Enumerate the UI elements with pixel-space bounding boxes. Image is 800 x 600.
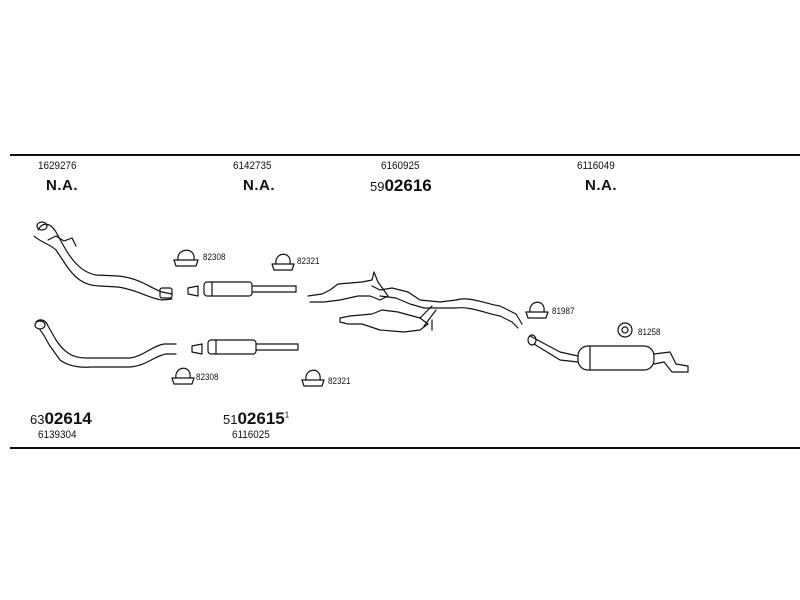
front-pipe-b bbox=[34, 319, 177, 368]
clamp-81987 bbox=[525, 301, 549, 319]
front-pipe-a bbox=[33, 221, 173, 301]
top-divider bbox=[10, 154, 800, 156]
clamp-label-1: 82308 bbox=[203, 252, 226, 263]
middle-silencer-a bbox=[187, 281, 297, 297]
clamp-label-2: 82321 bbox=[297, 256, 320, 267]
rear-silencer bbox=[527, 334, 689, 373]
middle-silencer-b bbox=[191, 339, 299, 355]
part-number-front-pipe-a: 1629276 bbox=[38, 160, 77, 172]
clamp-82308-top bbox=[173, 249, 199, 267]
clamp-82321-bottom bbox=[301, 369, 325, 387]
clamp-label-6: 82321 bbox=[328, 376, 351, 387]
kit-code-left: 6302614 bbox=[30, 409, 92, 428]
bottom-divider bbox=[10, 447, 800, 449]
clamp-label-4: 81258 bbox=[638, 327, 661, 338]
clamp-81258 bbox=[617, 322, 633, 338]
clamp-label-3: 81987 bbox=[552, 306, 575, 317]
part-number-middle-silencer-b: 6116025 bbox=[232, 429, 270, 441]
part-number-rear-silencer: 6116049 bbox=[577, 160, 615, 172]
status-middle-silencer-a: N.A. bbox=[243, 177, 275, 194]
kit-code-centre: 5902616 bbox=[370, 176, 432, 195]
centre-pipe-assembly bbox=[307, 271, 523, 333]
part-number-centre-pipe: 6160925 bbox=[381, 160, 420, 172]
kit-code-mid: 51026151 bbox=[223, 409, 290, 428]
clamp-82321-top bbox=[271, 253, 295, 271]
status-rear-silencer: N.A. bbox=[585, 177, 617, 194]
clamp-82308-bottom bbox=[171, 367, 195, 385]
part-number-middle-silencer-a: 6142735 bbox=[233, 160, 272, 172]
clamp-label-5: 82308 bbox=[196, 372, 219, 383]
status-front-pipe-a: N.A. bbox=[46, 177, 78, 194]
part-number-front-pipe-b: 6139304 bbox=[38, 429, 77, 441]
